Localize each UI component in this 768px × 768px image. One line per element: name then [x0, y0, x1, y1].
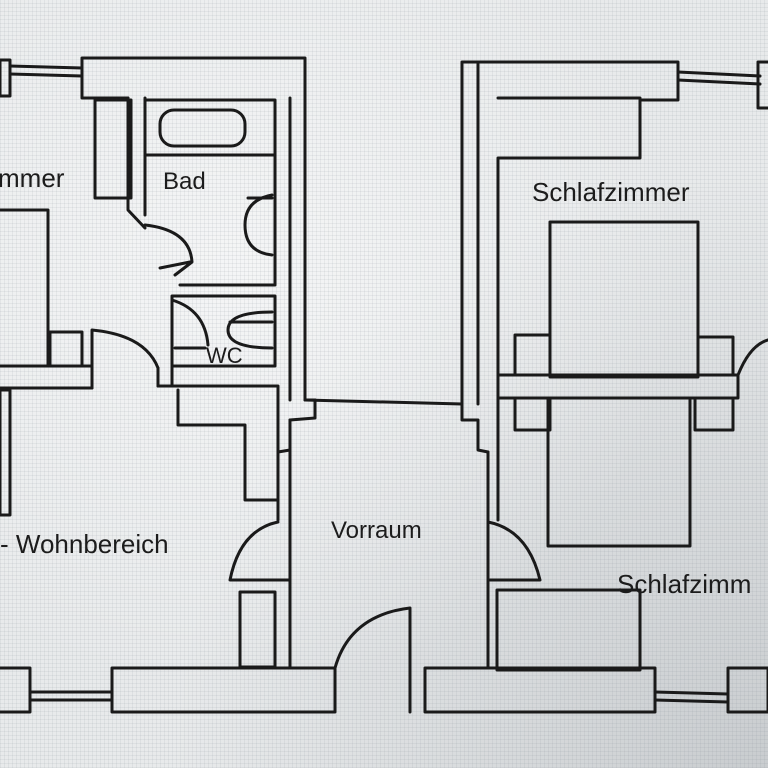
- vorraum-walls: [276, 398, 490, 670]
- wardrobe-bottom-right: [495, 588, 642, 672]
- room-label-wc: WC: [206, 343, 243, 368]
- room-label-wohnbereich: - Wohnbereich: [0, 529, 169, 559]
- wardrobe-bottom-left: [238, 590, 277, 669]
- wc-room: [170, 294, 277, 368]
- bed-bottom: [513, 396, 735, 548]
- room-label-wohnzimmer: mmer: [0, 163, 65, 193]
- door-vorraum-left: [228, 520, 292, 582]
- wall-bottom: [0, 666, 768, 714]
- wall-stepped-left: [156, 384, 280, 502]
- room-label-schlafzimmer-top: Schlafzimmer: [532, 177, 690, 207]
- bed-top: [513, 220, 735, 379]
- entrance-door: [333, 606, 412, 714]
- room-label-schlafzimmer-bottom: Schlafzimm: [617, 569, 752, 599]
- bathroom: [143, 98, 277, 287]
- room-label-bad: Bad: [163, 168, 206, 195]
- wall-top-right: [460, 60, 768, 406]
- left-room-furniture: [0, 208, 174, 517]
- room-label-vorraum: Vorraum: [331, 517, 422, 544]
- door-vorraum-right: [486, 520, 542, 582]
- window-top-left: [0, 58, 84, 98]
- door-right-bedroom: [736, 338, 768, 377]
- wardrobe-left: [93, 98, 133, 200]
- wall-corridor-left: [288, 96, 464, 406]
- wall-bedrooms-partition: [496, 373, 740, 400]
